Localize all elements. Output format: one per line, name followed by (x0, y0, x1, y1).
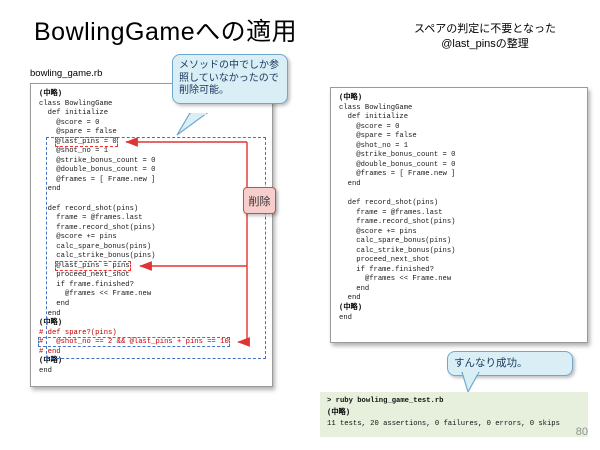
right-code-panel: (中略)class BowlingGame def initialize @sc… (330, 87, 588, 343)
code-line: 11 tests, 20 assertions, 0 failures, 0 e… (327, 420, 560, 429)
code-line: @double_bonus_count = 0 (356, 160, 456, 169)
code-line: # @shot_no == 2 && @last_pins + pins == … (38, 337, 230, 348)
code-line: class BowlingGame (339, 103, 413, 112)
code-line: calc_spare_bonus(pins) (56, 242, 152, 251)
code-line: (中略) (39, 319, 63, 328)
code-line: > ruby bowling_game_test.rb (327, 397, 444, 405)
delete-label-box: 削除 (243, 187, 276, 214)
code-line: (中略) (39, 90, 63, 98)
code-line: (中略) (39, 357, 63, 366)
code-line: frame = @frames.last (56, 214, 143, 223)
slide-subtitle: スペアの判定に不要となった @last_pinsの整理 (390, 22, 580, 52)
code-line: frame.record_shot(pins) (56, 223, 156, 232)
delete-note-callout: メソッドの中でしか参照していなかったので削除可能。 (172, 54, 288, 104)
code-line: @frames << Frame.new (64, 290, 152, 299)
code-line: if frame.finished? (356, 265, 434, 274)
code-line: end (356, 284, 370, 293)
left-code: (中略)class BowlingGame def initialize @sc… (31, 84, 272, 379)
terminal-output: > ruby bowling_game_test.rb (中略) 11 tests,… (320, 392, 588, 437)
code-line: @last_pins = pins (55, 260, 131, 271)
code-line: (中略) (327, 408, 351, 417)
code-line: @strike_bonus_count = 0 (356, 151, 456, 160)
code-line: frame = @frames.last (356, 208, 443, 217)
code-line: end (347, 294, 361, 303)
code-line: @last_pins = 0 (55, 136, 118, 147)
code-line: @double_bonus_count = 0 (56, 166, 156, 175)
code-line: @score = 0 (356, 122, 400, 131)
code-line: @spare = false (356, 132, 417, 141)
filename-label: bowling_game.rb (30, 68, 103, 79)
code-line: # def spare?(pins) (39, 328, 117, 337)
code-line: proceed_next_shot (56, 271, 130, 280)
code-line: calc_spare_bonus(pins) (356, 237, 452, 246)
code-line: @score += pins (356, 227, 417, 236)
left-code-panel: (中略)class BowlingGame def initialize @sc… (30, 83, 273, 387)
code-line: class BowlingGame (39, 99, 113, 108)
subtitle-line-1: スペアの判定に不要となった (414, 23, 556, 35)
code-line (39, 195, 269, 205)
code-line: @spare = false (56, 128, 117, 137)
code-line: calc_strike_bonus(pins) (56, 252, 156, 261)
code-line: end (56, 300, 70, 309)
code-line: end (339, 313, 352, 322)
code-line: # end (39, 347, 61, 356)
right-code: (中略)class BowlingGame def initialize @sc… (331, 88, 587, 326)
code-line: calc_strike_bonus(pins) (356, 246, 456, 255)
code-line: @frames = [ Frame.new ] (56, 175, 156, 184)
code-line: (中略) (339, 304, 363, 313)
success-note-callout: すんなり成功。 (447, 351, 573, 376)
code-line: end (47, 309, 61, 318)
code-line: def initialize (47, 109, 109, 118)
code-line: def record_shot(pins) (47, 204, 139, 213)
page-number: 80 (575, 426, 588, 438)
code-line: @shot_no = 1 (356, 141, 409, 150)
code-line: end (39, 366, 52, 375)
code-line: @frames << Frame.new (364, 275, 452, 284)
page-title: BowlingGameへの適用 (34, 18, 298, 46)
code-line: proceed_next_shot (356, 256, 430, 265)
code-line: @frames = [ Frame.new ] (356, 170, 456, 179)
code-line: @shot_no = 1 (56, 147, 109, 156)
code-line: @score += pins (56, 233, 117, 242)
code-line: if frame.finished? (56, 280, 134, 289)
subtitle-line-2: @last_pinsの整理 (441, 37, 529, 50)
code-line: end (47, 185, 61, 194)
code-line: (中略) (339, 94, 363, 102)
code-line: end (347, 179, 361, 188)
code-line: @strike_bonus_count = 0 (56, 156, 156, 165)
code-line: def record_shot(pins) (347, 199, 439, 208)
code-line: @score = 0 (56, 118, 100, 127)
code-line: def initialize (347, 113, 409, 122)
code-line (339, 189, 584, 199)
code-line: frame.record_shot(pins) (356, 218, 456, 227)
